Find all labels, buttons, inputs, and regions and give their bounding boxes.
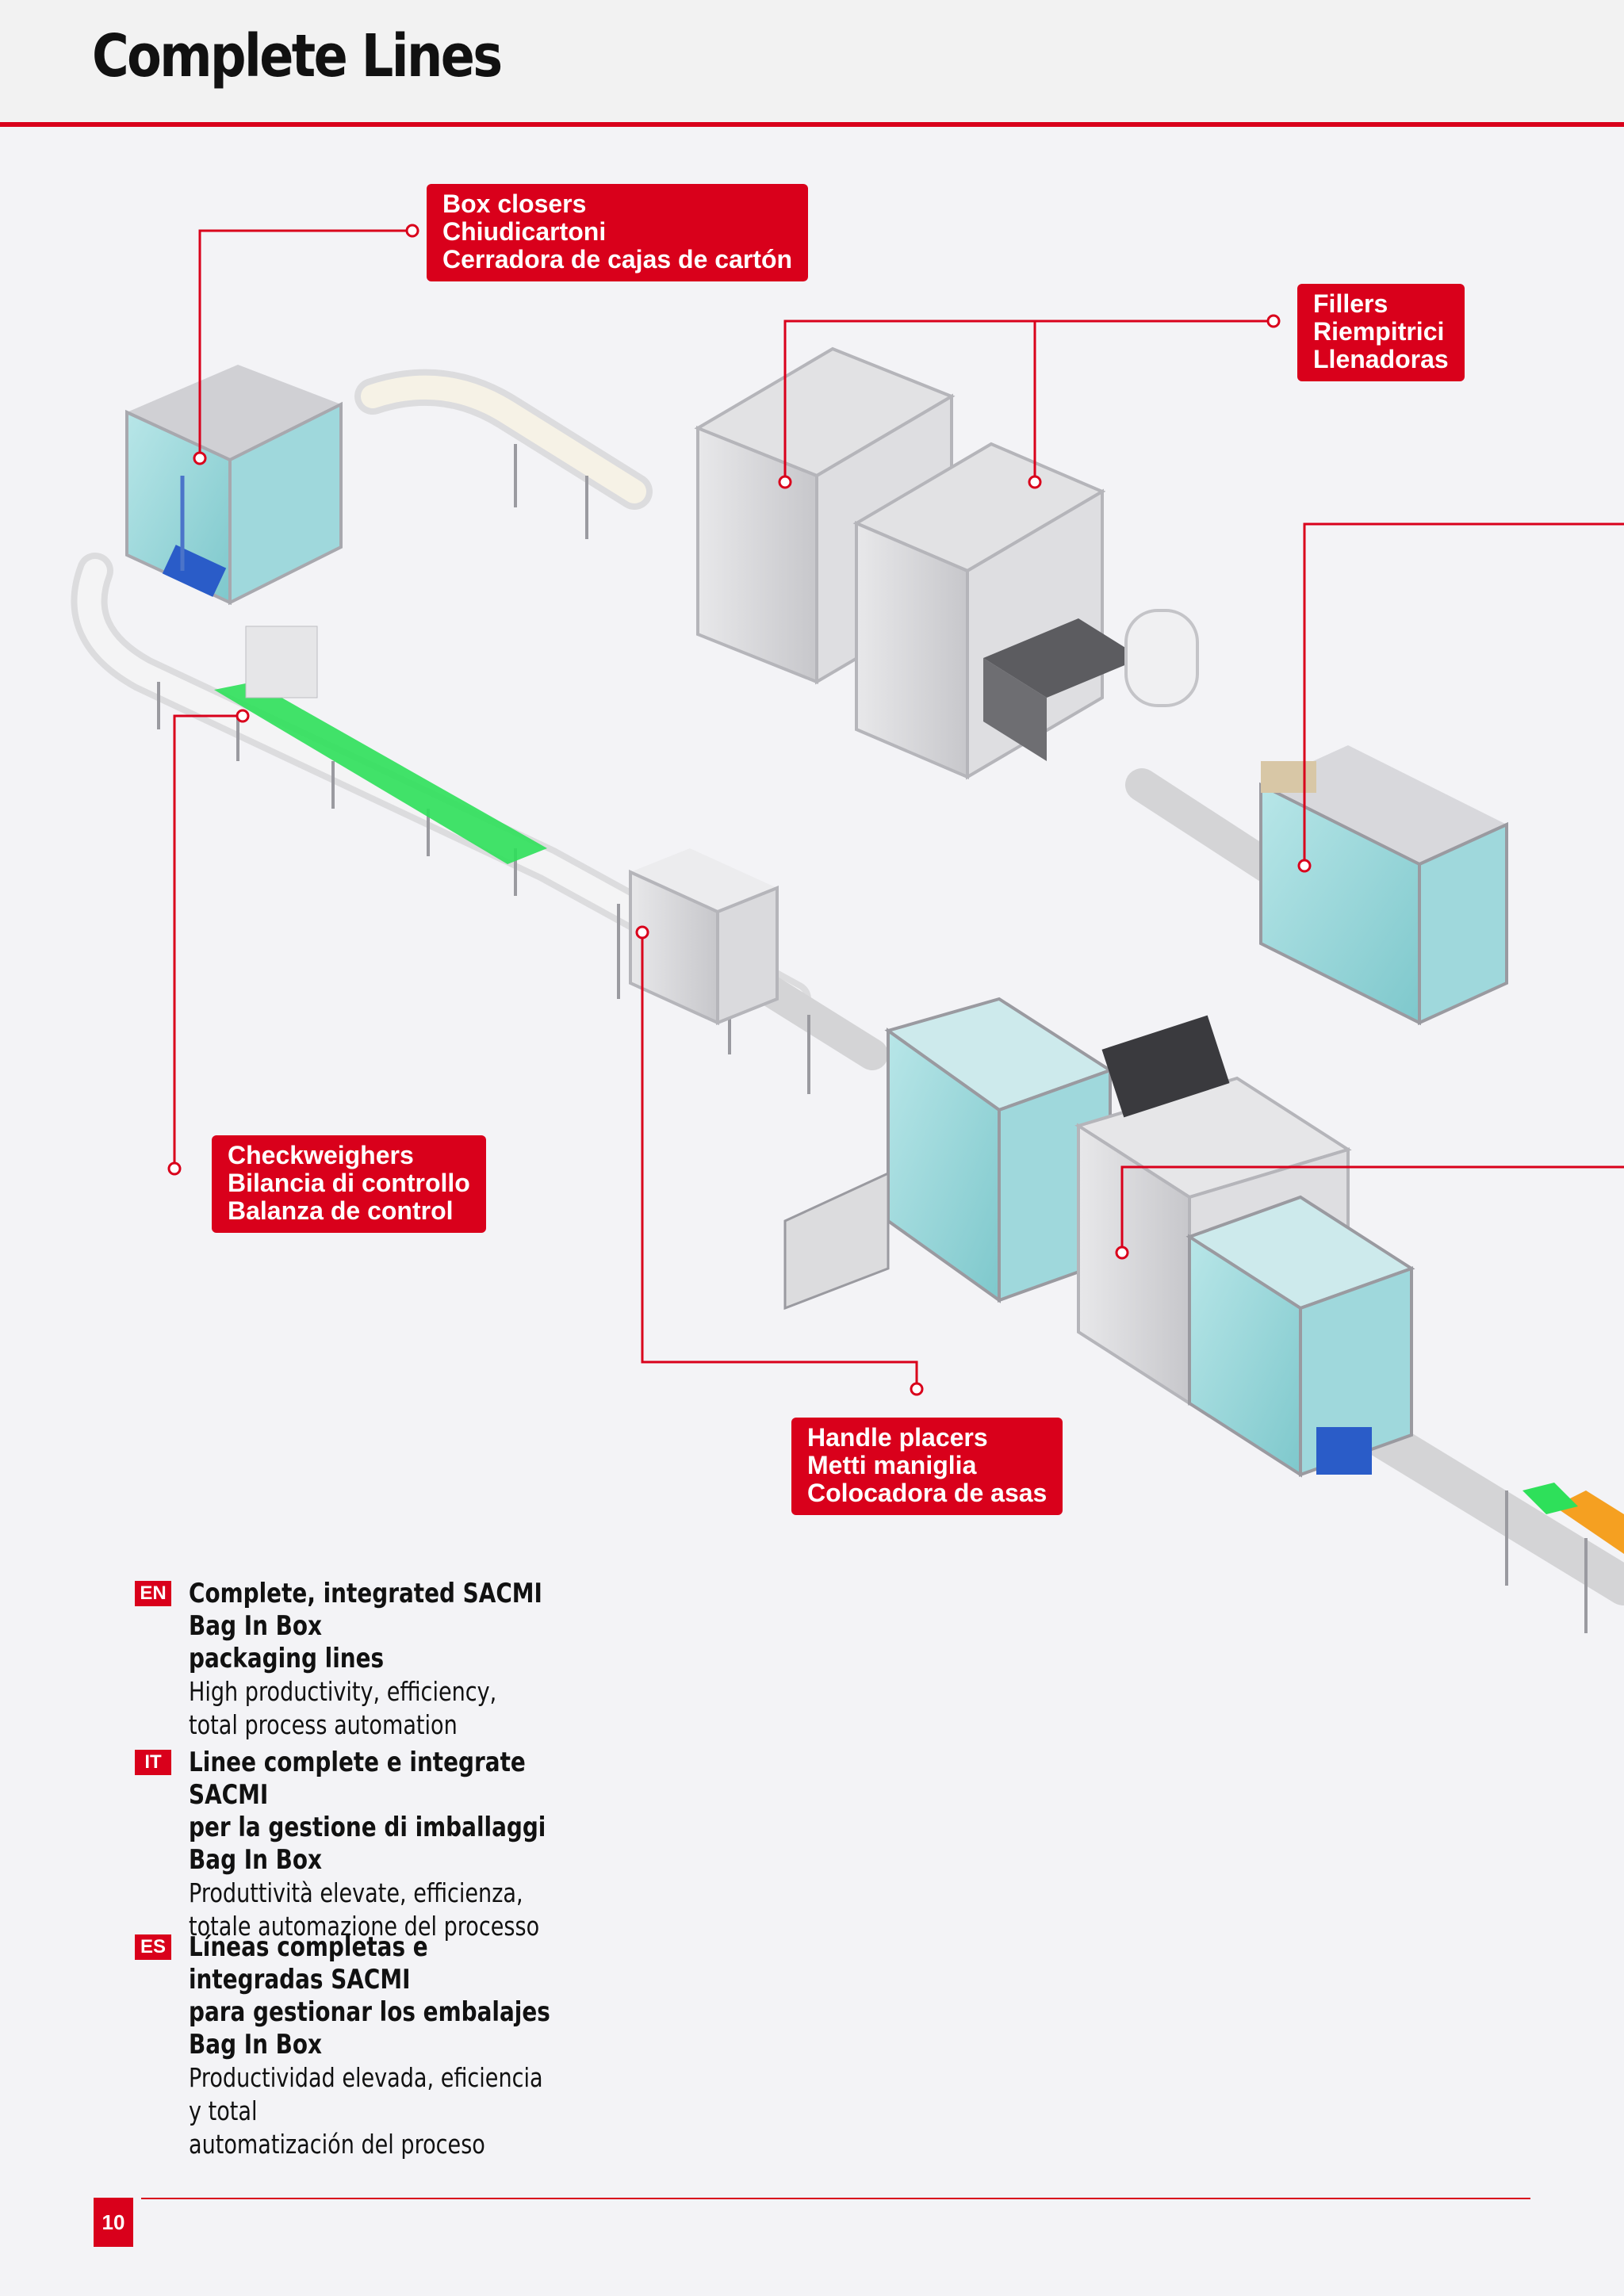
callout-line: Handle placers [807, 1423, 988, 1452]
bag-inserter-complex [783, 997, 1415, 1478]
title-line: packaging lines [189, 1643, 385, 1674]
callout-box-closers: Box closers Chiudicartoni Cerradora de c… [427, 184, 809, 281]
language-badge-en: EN [135, 1581, 171, 1606]
filler-machine-2 [852, 442, 1142, 780]
callout-line: Chiudicartoni [442, 217, 607, 246]
checkweigher-panel [245, 626, 318, 698]
description-en: EN Complete, integrated SACMI Bag In Box… [135, 1578, 706, 1742]
case-erector-machine [1259, 745, 1508, 1026]
subtitle-line: automatización del proceso [189, 2129, 485, 2160]
page-number: 10 [94, 2198, 133, 2247]
title-line: Linee complete e integrate SACMI [189, 1747, 526, 1811]
description-it: IT Linee complete e integrate SACMI per … [135, 1747, 706, 1943]
callout-line: Llenadoras [1313, 345, 1449, 373]
callout-line: Bilancia di controllo [228, 1169, 470, 1197]
callout-line: Cerradora de cajas de cartón [442, 245, 793, 274]
description-subtitle: Produttività elevate, efficienza, totale… [189, 1877, 553, 1943]
callout-line: Riempitrici [1313, 317, 1445, 346]
description-subtitle: High productivity, efficiency, total pro… [189, 1675, 553, 1742]
callout-lines [173, 229, 1624, 1389]
footer-divider [141, 2198, 1530, 2199]
packaging-line-illustration [71, 224, 1624, 1633]
language-badge-it: IT [135, 1750, 171, 1775]
description-es: ES Líneas completas e integradas SACMI p… [135, 1931, 706, 2161]
handle-placer-machine [629, 848, 779, 1026]
callout-line: Fillers [1313, 289, 1388, 318]
conveyor-belt [71, 369, 1624, 1605]
callout-line: Metti maniglia [807, 1451, 977, 1479]
tank [1124, 609, 1199, 707]
callout-line: Colocadora de asas [807, 1479, 1048, 1507]
subtitle-line: High productivity, efficiency, [189, 1676, 497, 1707]
callout-line: Balanza de control [228, 1196, 454, 1225]
subtitle-line: total process automation [189, 1709, 458, 1740]
page-title: Complete Lines [92, 22, 503, 90]
title-line: Líneas completas e integradas SACMI [189, 1931, 428, 1996]
callout-line: Checkweighers [228, 1141, 414, 1169]
subtitle-line: totale automazione del processo [189, 1911, 540, 1942]
title-line: para gestionar los embalajes Bag In Box [189, 1996, 550, 2061]
title-line: Complete, integrated SACMI Bag In Box [189, 1578, 542, 1642]
subtitle-line: Productividad elevada, eficiencia y tota… [189, 2062, 543, 2126]
description-title: Linee complete e integrate SACMI per la … [189, 1747, 553, 1877]
checkweigher-conveyor [214, 682, 547, 864]
description-title: Líneas completas e integradas SACMI para… [189, 1931, 553, 2061]
description-subtitle: Productividad elevada, eficiencia y tota… [189, 2061, 553, 2161]
box-closer-machine [125, 365, 343, 606]
subtitle-line: Produttività elevate, efficienza, [189, 1877, 523, 1908]
callout-checkweighers: Checkweighers Bilancia di controllo Bala… [212, 1135, 486, 1233]
callout-line: Box closers [442, 189, 587, 218]
description-title: Complete, integrated SACMI Bag In Box pa… [189, 1578, 553, 1675]
callout-handle-placers: Handle placers Metti maniglia Colocadora… [791, 1418, 1063, 1515]
callout-endpoints [167, 224, 1312, 1396]
callout-fillers: Fillers Riempitrici Llenadoras [1297, 284, 1465, 381]
green-conveyor-small [1522, 1483, 1578, 1514]
title-line: per la gestione di imballaggi Bag In Box [189, 1812, 546, 1876]
page-header: Complete Lines [0, 0, 1624, 127]
language-badge-es: ES [135, 1934, 171, 1960]
